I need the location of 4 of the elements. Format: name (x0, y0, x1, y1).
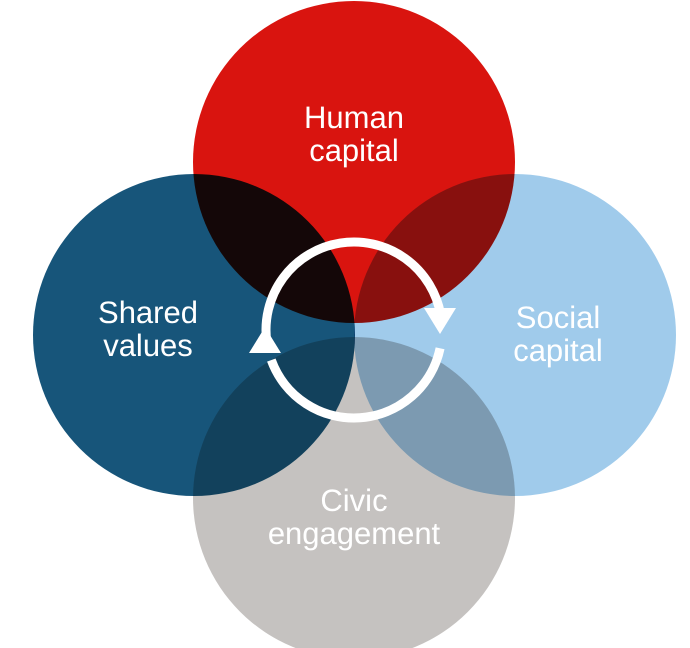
circle-label: Social capital (512, 302, 604, 368)
circle-label: Shared values (97, 297, 199, 362)
circle-label: Human capital (303, 102, 405, 168)
circle-label: Civic engagement (266, 485, 442, 550)
